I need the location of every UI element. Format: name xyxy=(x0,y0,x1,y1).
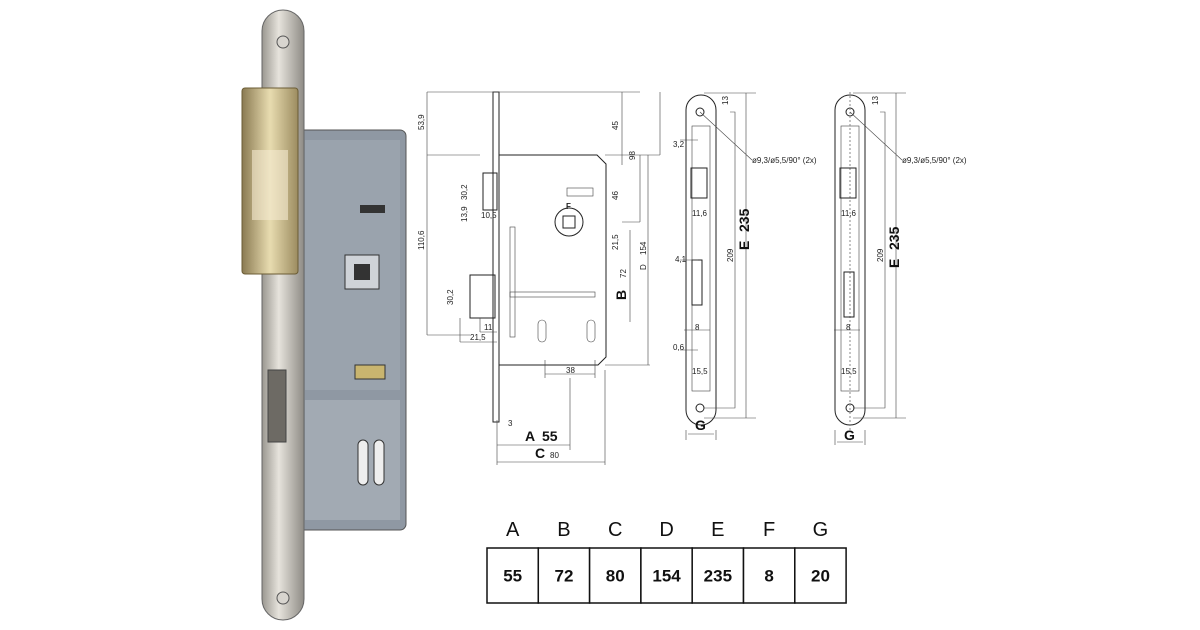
dimension-label: 235 xyxy=(736,208,752,232)
dim-B-value: 72 xyxy=(619,269,628,278)
table-cell xyxy=(588,547,642,604)
dimension-label: 209 xyxy=(876,248,885,262)
dimension-label: 13 xyxy=(871,96,880,105)
hole-note-2: ø9,3/ø5,5/90° (2x) xyxy=(902,156,967,165)
table-value-g: 20 xyxy=(811,567,830,586)
dimension-label: G xyxy=(844,427,855,443)
dim-C-label: C xyxy=(535,445,545,461)
table-cell xyxy=(537,547,591,604)
table-header-c: C xyxy=(608,519,622,541)
dim-10-5: 10,5 xyxy=(481,211,497,220)
table-header-g: G xyxy=(813,519,829,541)
dim-C-value: 80 xyxy=(550,451,559,460)
dimension-label: 235 xyxy=(886,226,902,250)
dimension-table: A 55 B 72 C 80 D 154 E 235 F 8 G 20 xyxy=(486,519,847,604)
table-value-e: 235 xyxy=(704,567,732,586)
table-header-a: A xyxy=(506,519,520,541)
front-view-drawing: 53,9 110,6 30,2 13,9 10,5 30,2 11 21,5 4… xyxy=(417,91,661,465)
dim-D-value: 154 xyxy=(639,241,648,255)
dim-13-9: 13,9 xyxy=(460,206,469,222)
table-value-c: 80 xyxy=(606,567,625,586)
lock-case xyxy=(498,154,607,366)
dimension-label: 11,6 xyxy=(841,209,857,218)
dimension-label: 3,2 xyxy=(673,140,685,149)
dimension-label: G xyxy=(695,417,706,433)
dim-21-5-a: 21,5 xyxy=(470,333,486,342)
dim-A-label: A xyxy=(525,428,535,444)
table-header-f: F xyxy=(763,519,775,541)
table-value-f: 8 xyxy=(764,567,773,586)
dim-30-2-b: 30,2 xyxy=(446,289,455,305)
dim-D-label: D xyxy=(639,264,648,270)
dim-A-value: 55 xyxy=(542,428,558,444)
screw-hole-top xyxy=(276,35,290,49)
table-header-d: D xyxy=(659,519,673,541)
hole-note-1: ø9,3/ø5,5/90° (2x) xyxy=(752,156,817,165)
dimension-label: 0,6 xyxy=(673,343,685,352)
dimension-label: 4,1 xyxy=(675,255,687,264)
keyhole-2 xyxy=(373,439,385,486)
lock-photo xyxy=(241,9,407,621)
lock-body-lower xyxy=(305,400,400,520)
side-view-1: 13 3,2 11,6 4,1 8 0,6 15,5 209 E 235 G ø… xyxy=(673,92,817,440)
deadbolt-slot xyxy=(267,369,287,443)
table-header-b: B xyxy=(557,519,570,541)
table-value-d: 154 xyxy=(652,567,681,586)
dimension-label: E xyxy=(736,241,752,250)
dim-F: F xyxy=(566,202,571,211)
dimension-label: 8 xyxy=(695,323,700,332)
spindle-square xyxy=(354,264,370,280)
dim-30-2-a: 30,2 xyxy=(460,184,469,200)
side-view-2: 13 11,6 8 15,5 209 E 235 G ø9,3/ø5,5/90°… xyxy=(834,92,967,445)
table-cell xyxy=(691,547,745,604)
dimension-label: E xyxy=(886,259,902,268)
dim-53-9: 53,9 xyxy=(417,114,426,130)
table-cell xyxy=(640,547,693,604)
dimension-label: 209 xyxy=(726,248,735,262)
dimension-label: 15,5 xyxy=(692,367,708,376)
keyhole-1 xyxy=(357,439,369,486)
dim-11: 11 xyxy=(484,323,493,332)
table-cell xyxy=(794,547,847,604)
dim-21-5-b: 21,5 xyxy=(611,234,620,250)
dim-110-6: 110,6 xyxy=(417,230,426,250)
screw-hole-bottom xyxy=(276,591,290,605)
dim-38: 38 xyxy=(566,366,575,375)
dim-46: 46 xyxy=(611,191,620,200)
table-header-e: E xyxy=(711,519,724,541)
dim-45: 45 xyxy=(611,121,620,130)
dimension-label: 13 xyxy=(721,96,730,105)
dimension-label: 15,5 xyxy=(841,367,857,376)
dim-3: 3 xyxy=(508,419,513,428)
table-value-a: 55 xyxy=(503,567,522,586)
dimension-label: 11,6 xyxy=(692,209,708,218)
dim-B-label: B xyxy=(613,290,629,300)
table-value-b: 72 xyxy=(554,567,573,586)
dim-98: 98 xyxy=(628,151,637,160)
dimension-label: 8 xyxy=(846,323,851,332)
